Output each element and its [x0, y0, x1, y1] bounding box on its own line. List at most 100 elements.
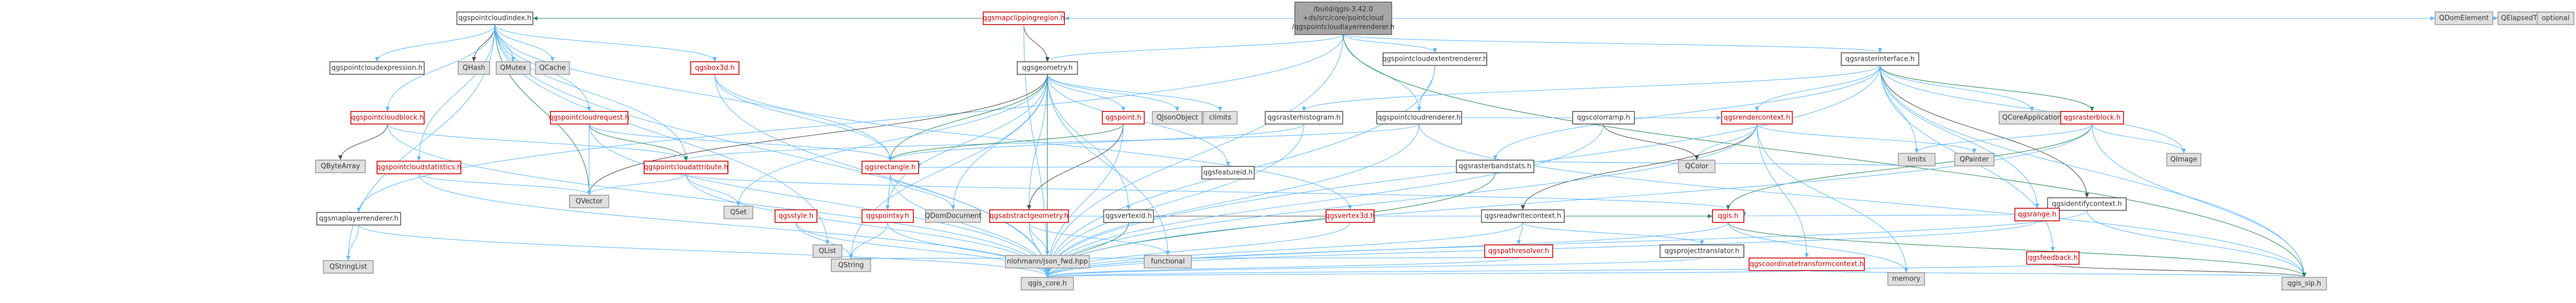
node-qgspointcloudattribute[interactable]: qgspointcloudattribute.h: [644, 161, 728, 174]
node-qgis_core: qgis_core.h: [1021, 277, 1074, 290]
node-qgscolorramp[interactable]: qgscolorramp.h: [1572, 111, 1635, 125]
node-label: qgsreadwritecontext.h: [1485, 212, 1562, 220]
edge-qgsrectangle-to-qdomdocument: [890, 173, 955, 210]
node-qgsstyle[interactable]: qgsstyle.h: [775, 209, 817, 223]
node-label: qgsrasterhistogram.h: [1267, 114, 1341, 122]
node-root[interactable]: /build/qgis-3.42.0+ds/src/core/pointclou…: [1292, 2, 1395, 35]
node-label: /qgspointcloudlayerrenderer.h: [1292, 24, 1395, 31]
node-qgsrasterbandstats[interactable]: qgsrasterbandstats.h: [1456, 160, 1534, 173]
edge-qgsrasterinterface-to-qgsrasterblock: [1880, 65, 2094, 111]
node-box: [550, 111, 628, 125]
node-box: [569, 195, 610, 208]
node-qgsmapclippingregion[interactable]: qgsmapclippingregion.h: [983, 12, 1065, 25]
node-label: qgspathresolver.h: [1488, 248, 1549, 255]
node-box: [1383, 52, 1487, 66]
node-qgspointcloudblock[interactable]: qgspointcloudblock.h: [350, 111, 425, 125]
node-qgsrectangle[interactable]: qgsrectangle.h: [861, 161, 919, 174]
node-qgspathresolver[interactable]: qgspathresolver.h: [1484, 244, 1553, 258]
edge-qgsrendercontext-to-qgis_core: [1045, 124, 1757, 277]
node-qgspointcloudrequest[interactable]: qgspointcloudrequest.h: [549, 111, 629, 125]
node-qgsmaplayerrenderer[interactable]: qgsmaplayerrenderer.h: [316, 212, 401, 226]
edge-root-to-qgis_core: [1045, 34, 1344, 277]
edge-qgis-to-qgis_core: [1045, 222, 1729, 277]
node-qgsrange[interactable]: qgsrange.h: [2014, 208, 2060, 221]
node-qgspointcloudexpression[interactable]: qgspointcloudexpression.h: [329, 61, 425, 75]
edge-qgspoint-to-qgsrectangle: [888, 124, 1124, 161]
node-label: qgsvertex3d.h: [1325, 212, 1375, 220]
node-qgspointcloudextentrenderer[interactable]: qgspointcloudextentrenderer.h: [1383, 52, 1488, 66]
node-box: [1144, 255, 1192, 268]
node-limits: limits: [1898, 153, 1936, 166]
edge-qgsrendercontext-to-qgsreadwritecontext: [1521, 124, 1757, 210]
node-label: qgsmapclippingregion.h: [983, 15, 1065, 23]
node-qgsrasterhistogram[interactable]: qgsrasterhistogram.h: [1265, 111, 1343, 125]
node-label: qgspointcloudblock.h: [351, 114, 424, 122]
node-qgsvertex3d[interactable]: qgsvertex3d.h: [1325, 209, 1375, 223]
edge-qgsfeedback-to-qgis_core: [1046, 264, 2053, 277]
edge-qgspointcloudattribute-to-qset: [686, 173, 740, 206]
node-qgsfeatureid[interactable]: qgsfeatureid.h: [1201, 166, 1255, 179]
node-qimage: QImage: [2166, 153, 2202, 166]
edge-qgspointxy-to-qgis_core: [887, 222, 1049, 277]
edge-qgspointcloudindex-to-qcache: [494, 24, 555, 62]
node-label: qgsrange.h: [2018, 211, 2056, 219]
node-qgsbox3d[interactable]: qgsbox3d.h: [690, 61, 739, 75]
node-qgspointcloudrenderer[interactable]: qgspointcloudrenderer.h: [1376, 111, 1462, 125]
node-qgspointxy[interactable]: qgspointxy.h: [861, 209, 914, 223]
node-qgsreadwritecontext[interactable]: qgsreadwritecontext.h: [1481, 209, 1565, 223]
node-box: [775, 209, 817, 223]
node-label: qgspointcloudrequest.h: [549, 114, 629, 122]
node-qgsrendercontext[interactable]: qgsrendercontext.h: [1721, 111, 1793, 125]
node-box: [1887, 272, 1925, 286]
node-qvector: QVector: [569, 195, 610, 208]
node-qgsabstractgeometry[interactable]: qgsabstractgeometry.h: [989, 209, 1069, 223]
node-box: [1325, 209, 1375, 223]
node-label: QPainter: [1960, 156, 1989, 164]
node-qgspointcloudstatistics[interactable]: qgspointcloudstatistics.h: [377, 161, 461, 174]
node-label: qgsfeedback.h: [2028, 254, 2077, 262]
node-label: qgspointcloudexpression.h: [331, 64, 423, 72]
node-qgscoordinatetransformcontext[interactable]: qgscoordinatetransformcontext.h: [1749, 257, 1865, 271]
edge-qgspathresolver-to-qgis_core: [1045, 257, 1519, 277]
node-qcache: QCache: [535, 61, 570, 75]
node-label: QDomDocument: [925, 212, 981, 220]
node-label: limits: [1907, 156, 1926, 164]
node-qgsgeometry[interactable]: qgsgeometry.h: [1016, 61, 1078, 75]
node-qgis[interactable]: qgis.h: [1712, 209, 1744, 223]
edge-qgsrasterinterface-to-qgsrasterbandstats: [1493, 65, 1881, 160]
edge-qgsrasterblock-to-qgis_sip: [2092, 124, 2306, 277]
edge-qgsrendercontext-to-qcolor: [1695, 124, 1757, 160]
edge-qgsrange-to-qgis: [1743, 211, 2016, 217]
node-box: [316, 212, 401, 226]
node-qgsrasterblock[interactable]: qgsrasterblock.h: [2060, 111, 2124, 125]
node-label: QHash: [463, 64, 485, 72]
node-box: [1954, 153, 1995, 166]
node-box: [861, 161, 919, 174]
node-qgspointcloudindex[interactable]: qgspointcloudindex.h: [456, 12, 534, 25]
node-qgsfeedback[interactable]: qgsfeedback.h: [2026, 251, 2080, 265]
node-box: [1376, 111, 1462, 125]
edge-qgspointxy-to-qstring: [849, 222, 888, 259]
node-label: QCoreApplication: [2003, 114, 2062, 122]
node-box: [1572, 111, 1635, 125]
edge-qgsgeometry-to-qjsonobject: [1047, 74, 1179, 111]
node-qgsrasterinterface[interactable]: qgsrasterinterface.h: [1841, 52, 1919, 66]
edge-qgsrasterinterface-to-limits: [1880, 65, 1919, 153]
node-label: qgspointxy.h: [866, 212, 909, 220]
edge-qgscoordinatetransformcontext-to-qgis_sip: [1806, 270, 2306, 277]
edge-qgspointcloudstatistics-to-qgis_core: [418, 173, 1049, 277]
edge-qgsabstractgeometry-to-qgis_core: [1029, 222, 1049, 277]
node-box: [1016, 61, 1078, 75]
node-qgsvertexid[interactable]: qgsvertexid.h: [1103, 209, 1154, 223]
node-qgsidentifycontext[interactable]: qgsidentifycontext.h: [2047, 197, 2127, 211]
node-qgspoint[interactable]: qgspoint.h: [1102, 111, 1145, 125]
edge-root-to-qgis_sip: [1343, 34, 2306, 277]
node-qdomdocument: QDomDocument: [925, 209, 981, 223]
node-qgsprojecttranslator[interactable]: qgsprojecttranslator.h: [1660, 244, 1744, 258]
edge-root-to-qgsmaplayerrenderer: [357, 34, 1344, 212]
node-box: [2014, 208, 2060, 221]
node-box: [1660, 244, 1744, 258]
edge-qgsmapclippingregion-to-qgsgeometry: [1023, 24, 1049, 62]
edge-qgscoordinatetransformcontext-to-qgis_core: [1046, 270, 1807, 277]
edge-qgspointcloudrenderer-to-qgis_core: [1045, 124, 1420, 277]
